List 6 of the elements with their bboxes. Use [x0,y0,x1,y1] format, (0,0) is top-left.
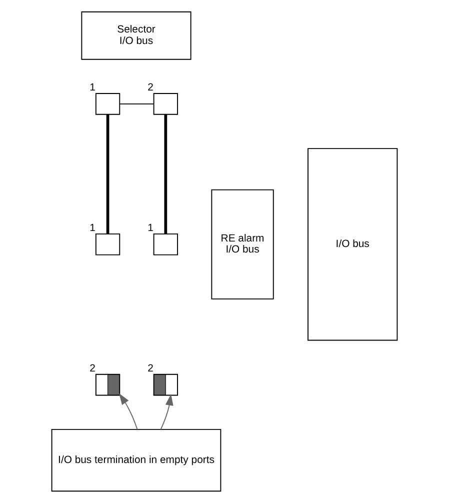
node-label: 1 [90,82,96,94]
node-label: 2 [148,82,154,94]
node-label: 1 [148,222,154,234]
node-label: 2 [148,363,154,374]
node-label: 1 [90,222,96,234]
node-label: 2 [90,363,96,374]
